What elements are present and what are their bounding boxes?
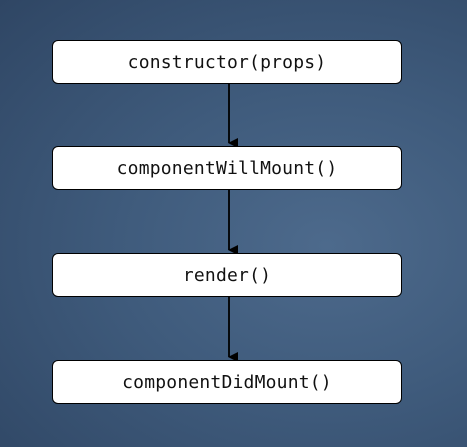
render-label: render(): [182, 264, 272, 286]
component-did-mount-node: componentDidMount(): [52, 360, 402, 404]
component-will-mount-node: componentWillMount(): [52, 146, 402, 190]
render-node: render(): [52, 253, 402, 297]
constructor-node: constructor(props): [52, 40, 402, 84]
component-did-mount-label: componentDidMount(): [122, 371, 332, 393]
component-will-mount-label: componentWillMount(): [116, 157, 338, 179]
constructor-label: constructor(props): [127, 51, 327, 73]
